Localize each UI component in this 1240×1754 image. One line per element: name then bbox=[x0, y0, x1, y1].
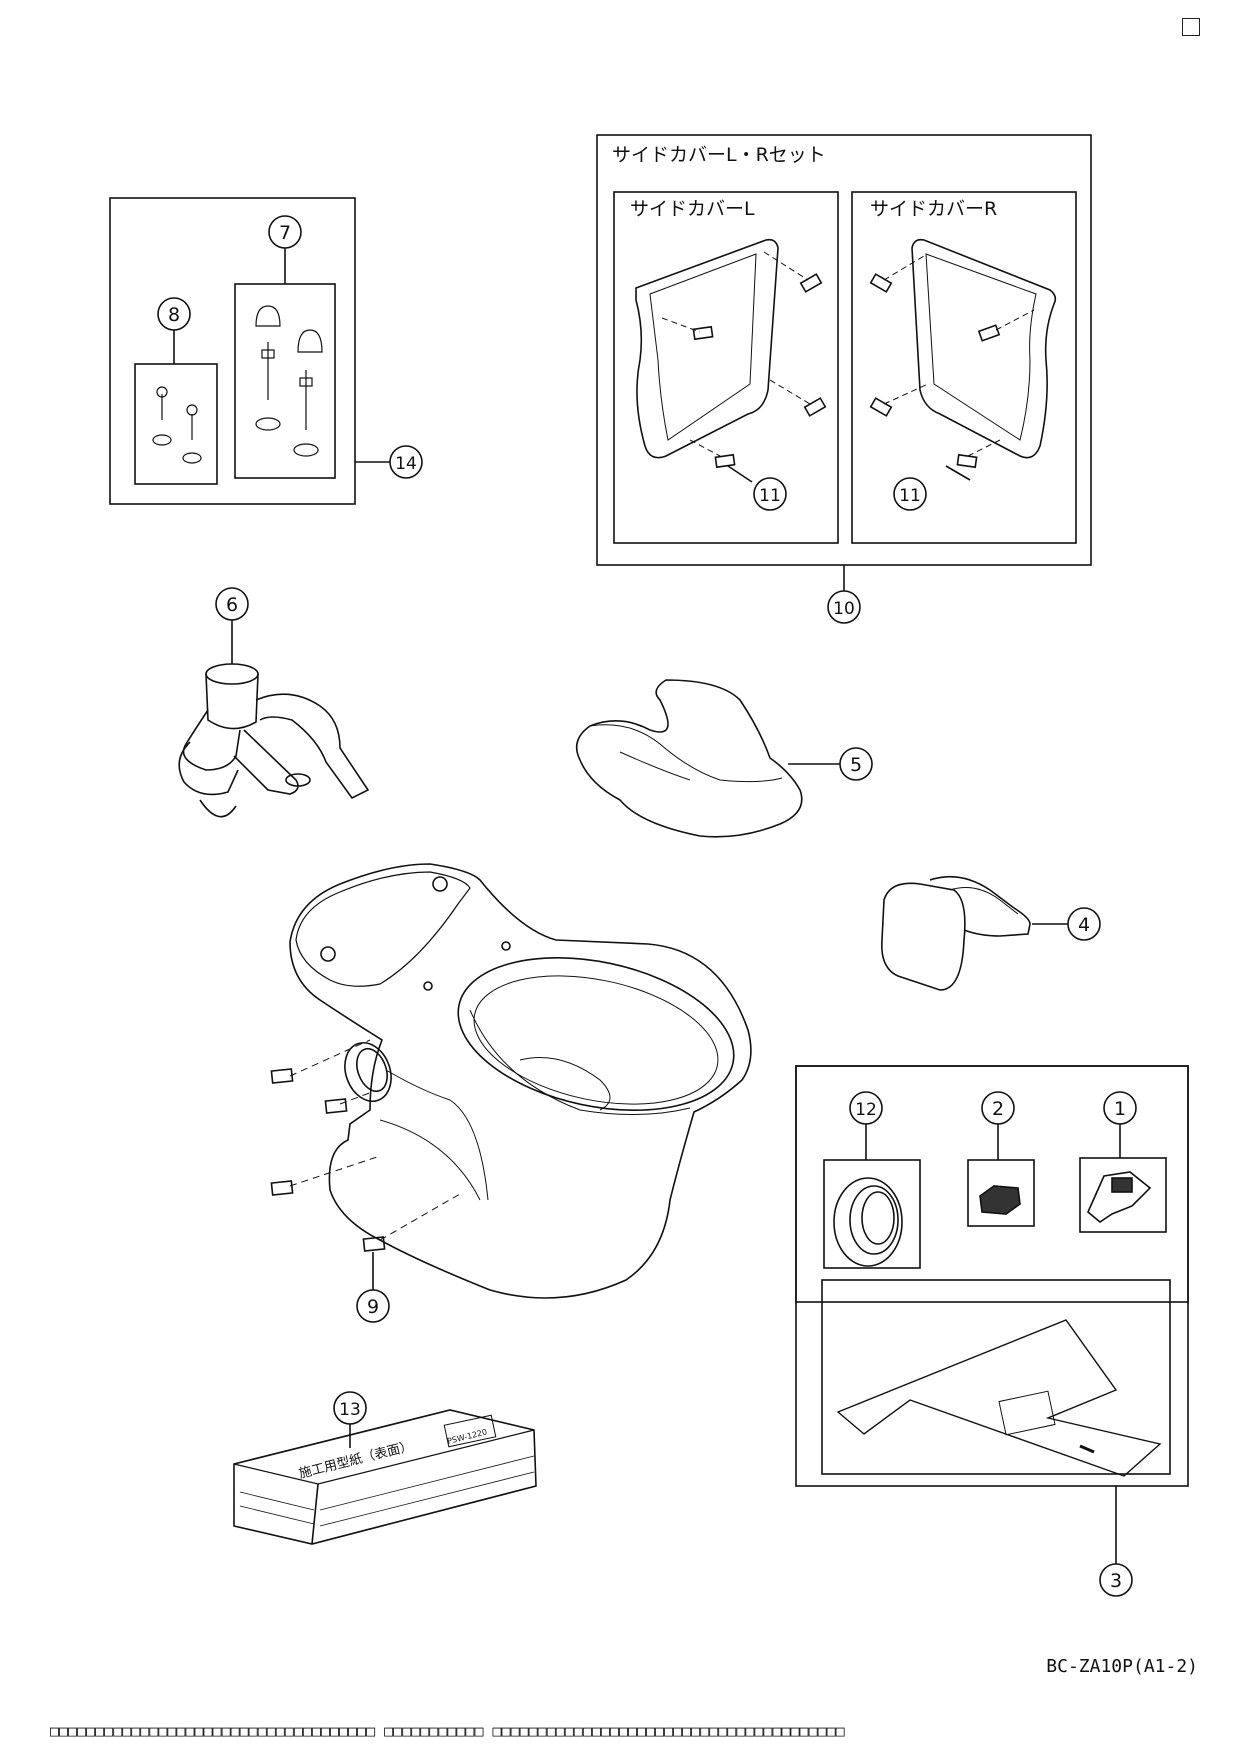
side-cover-set-box bbox=[596, 134, 1092, 566]
callout-12: 12 bbox=[849, 1091, 883, 1125]
footer-code: □□□□□□□□□□□□□□□□□□□□□□□□□□□□□□□□□□□□ □□□… bbox=[50, 1722, 845, 1740]
spacer-box bbox=[967, 1159, 1035, 1227]
callout-8-label: 8 bbox=[168, 304, 180, 326]
callout-13: 13 bbox=[333, 1391, 367, 1425]
callout-4-label: 4 bbox=[1078, 914, 1090, 936]
side-cover-r-box bbox=[851, 191, 1077, 544]
document-reference: BC-ZA10P(A1-2) bbox=[1046, 1656, 1198, 1677]
side-cover-l-label: サイドカバーL bbox=[630, 198, 755, 220]
callout-9-label: 9 bbox=[367, 1296, 379, 1318]
spacer-2 bbox=[979, 1185, 1021, 1215]
screw-set-7-box bbox=[234, 283, 336, 479]
gasket-12 bbox=[833, 1177, 903, 1267]
screw-set-8-box bbox=[134, 363, 218, 485]
callout-3: 3 bbox=[1099, 1563, 1133, 1597]
callout-9: 9 bbox=[356, 1289, 390, 1323]
callout-10-label: 10 bbox=[833, 599, 855, 619]
callout-4: 4 bbox=[1067, 907, 1101, 941]
bolts-7 bbox=[255, 305, 323, 457]
toilet-bowl-9 bbox=[270, 863, 752, 1299]
bracket-1 bbox=[1087, 1171, 1152, 1223]
callout-6-label: 6 bbox=[226, 594, 238, 616]
callout-1-label: 1 bbox=[1114, 1098, 1126, 1120]
callout-11-left-label: 11 bbox=[759, 486, 781, 506]
construction-material-13 bbox=[233, 1409, 537, 1545]
callout-5-label: 5 bbox=[850, 754, 862, 776]
callout-14: 14 bbox=[389, 445, 423, 479]
callout-6: 6 bbox=[215, 587, 249, 621]
floor-cover-5 bbox=[575, 679, 803, 838]
callout-11-left: 11 bbox=[753, 477, 787, 511]
callout-2-label: 2 bbox=[992, 1098, 1004, 1120]
flex-pipe-6 bbox=[178, 663, 370, 818]
callout-14-label: 14 bbox=[395, 454, 417, 474]
callout-12-label: 12 bbox=[855, 1100, 877, 1120]
callout-3-label: 3 bbox=[1110, 1570, 1122, 1592]
callout-8: 8 bbox=[157, 297, 191, 331]
bracket-box bbox=[1079, 1157, 1167, 1233]
screw-set-box bbox=[109, 197, 356, 505]
callout-7: 7 bbox=[268, 215, 302, 249]
side-cover-r-shape bbox=[911, 238, 1057, 459]
corner-checkbox bbox=[1182, 18, 1200, 36]
side-cover-l-shape bbox=[635, 238, 779, 459]
screws-8 bbox=[152, 386, 202, 464]
callout-10: 10 bbox=[827, 590, 861, 624]
callout-11-right-label: 11 bbox=[899, 486, 921, 506]
callout-11-right: 11 bbox=[893, 477, 927, 511]
side-cover-r-label: サイドカバーR bbox=[870, 198, 998, 220]
material-13-text: 施工用型紙（表面） bbox=[297, 1439, 414, 1482]
end-cap-4 bbox=[881, 875, 1031, 991]
paper-template bbox=[836, 1319, 1162, 1477]
callout-7-label: 7 bbox=[279, 222, 291, 244]
callout-2: 2 bbox=[981, 1091, 1015, 1125]
template-box bbox=[821, 1279, 1171, 1475]
gasket-box bbox=[823, 1159, 921, 1269]
callout-5: 5 bbox=[839, 747, 873, 781]
callout-1: 1 bbox=[1103, 1091, 1137, 1125]
side-cover-set-label: サイドカバーL・Rセット bbox=[612, 144, 826, 166]
side-cover-l-box bbox=[613, 191, 839, 544]
callout-13-label: 13 bbox=[339, 1400, 361, 1420]
